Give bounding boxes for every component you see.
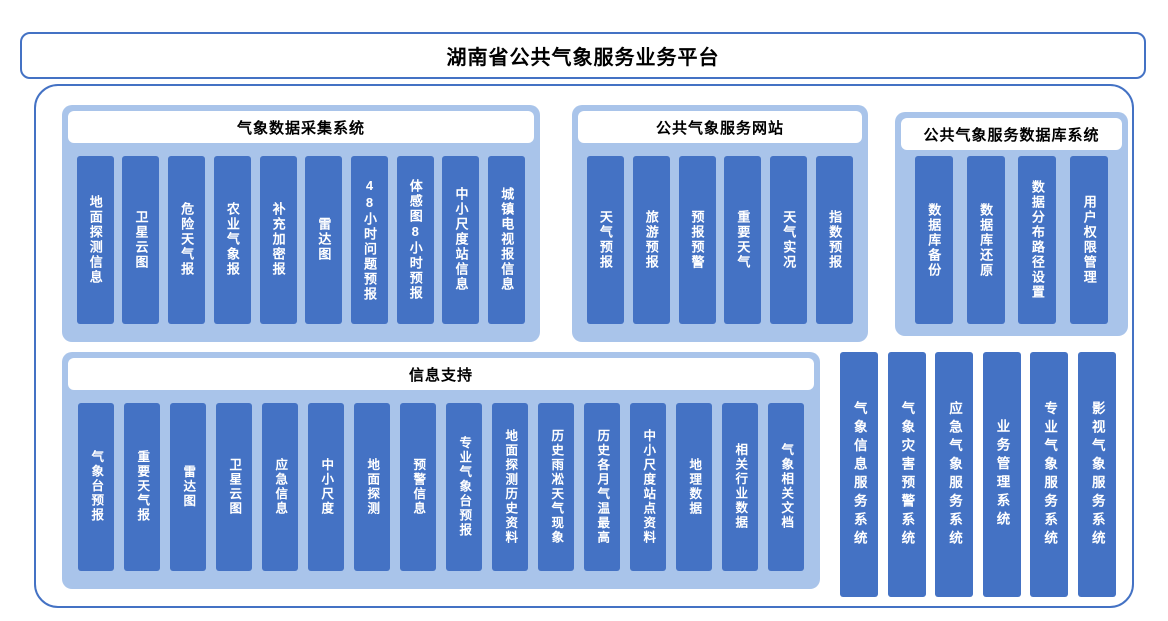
module-bar: 农业气象报 xyxy=(213,155,251,324)
module-bar: 重要天气报 xyxy=(124,402,160,571)
group-service-website: 公共气象服务网站 天气预报 旅游预报 预报预警 重要天气 天气实况 指数预报 xyxy=(572,105,868,342)
group-service-website-title: 公共气象服务网站 xyxy=(578,111,862,143)
module-bar: 气象台预报 xyxy=(78,402,114,571)
system-bar: 专业气象服务系统 xyxy=(1030,352,1069,597)
module-bar: 用户权限管理 xyxy=(1070,156,1109,324)
module-bar: 卫星云图 xyxy=(122,155,160,324)
group-service-website-bars: 天气预报 旅游预报 预报预警 重要天气 天气实况 指数预报 xyxy=(578,143,862,336)
platform-body: 气象数据采集系统 地面探测信息 卫星云图 危险天气报 农业气象报 补充加密报 雷… xyxy=(34,84,1134,608)
module-bar: 相关行业数据 xyxy=(722,402,758,571)
module-bar: 地理数据 xyxy=(676,402,712,571)
module-bar: 体感图8小时预报 xyxy=(396,155,434,324)
module-bar: 卫星云图 xyxy=(216,402,252,571)
module-bar: 数据库备份 xyxy=(914,156,953,324)
module-bar: 危险天气报 xyxy=(168,155,206,324)
module-bar: 地面探测历史资料 xyxy=(492,402,528,571)
module-bar: 天气实况 xyxy=(770,155,808,324)
group-data-collection-title: 气象数据采集系统 xyxy=(68,111,534,143)
group-info-support: 信息支持 气象台预报 重要天气报 雷达图 卫星云图 应急信息 中小尺度 地面探测… xyxy=(62,352,820,589)
system-bar: 影视气象服务系统 xyxy=(1077,352,1116,597)
group-data-collection-bars: 地面探测信息 卫星云图 危险天气报 农业气象报 补充加密报 雷达图 48小时问题… xyxy=(68,143,534,336)
module-bar: 中小尺度站点资料 xyxy=(630,402,666,571)
system-bar: 业务管理系统 xyxy=(982,352,1021,597)
group-info-support-title: 信息支持 xyxy=(68,358,814,390)
system-columns: 气象信息服务系统 气象灾害预警系统 应急气象服务系统 业务管理系统 专业气象服务… xyxy=(840,352,1116,597)
module-bar: 中小尺度 xyxy=(308,402,344,571)
module-bar: 数据库还原 xyxy=(966,156,1005,324)
group-database-system: 公共气象服务数据库系统 数据库备份 数据库还原 数据分布路径设置 用户权限管理 xyxy=(895,112,1128,336)
module-bar: 专业气象台预报 xyxy=(446,402,482,571)
module-bar: 历史各月气温最高 xyxy=(584,402,620,571)
module-bar: 历史雨凇天气现象 xyxy=(538,402,574,571)
module-bar: 地面探测信息 xyxy=(76,155,114,324)
module-bar: 气象相关文档 xyxy=(768,402,804,571)
module-bar: 48小时问题预报 xyxy=(351,155,389,324)
platform-title: 湖南省公共气象服务业务平台 xyxy=(20,32,1146,79)
module-bar: 中小尺度站信息 xyxy=(442,155,480,324)
system-bar: 气象信息服务系统 xyxy=(840,352,878,597)
module-bar: 应急信息 xyxy=(262,402,298,571)
group-database-system-bars: 数据库备份 数据库还原 数据分布路径设置 用户权限管理 xyxy=(901,150,1122,330)
module-bar: 雷达图 xyxy=(170,402,206,571)
module-bar: 天气预报 xyxy=(586,155,624,324)
module-bar: 数据分布路径设置 xyxy=(1018,156,1057,324)
group-info-support-bars: 气象台预报 重要天气报 雷达图 卫星云图 应急信息 中小尺度 地面探测 预警信息… xyxy=(68,390,814,583)
module-bar: 雷达图 xyxy=(305,155,343,324)
module-bar: 指数预报 xyxy=(816,155,854,324)
module-bar: 城镇电视报信息 xyxy=(488,155,526,324)
group-data-collection: 气象数据采集系统 地面探测信息 卫星云图 危险天气报 农业气象报 补充加密报 雷… xyxy=(62,105,540,342)
module-bar: 补充加密报 xyxy=(259,155,297,324)
system-bar: 气象灾害预警系统 xyxy=(887,352,926,597)
system-bar: 应急气象服务系统 xyxy=(935,352,974,597)
module-bar: 地面探测 xyxy=(354,402,390,571)
group-database-system-title: 公共气象服务数据库系统 xyxy=(901,118,1122,150)
module-bar: 预警信息 xyxy=(400,402,436,571)
module-bar: 旅游预报 xyxy=(632,155,670,324)
module-bar: 预报预警 xyxy=(678,155,716,324)
module-bar: 重要天气 xyxy=(724,155,762,324)
